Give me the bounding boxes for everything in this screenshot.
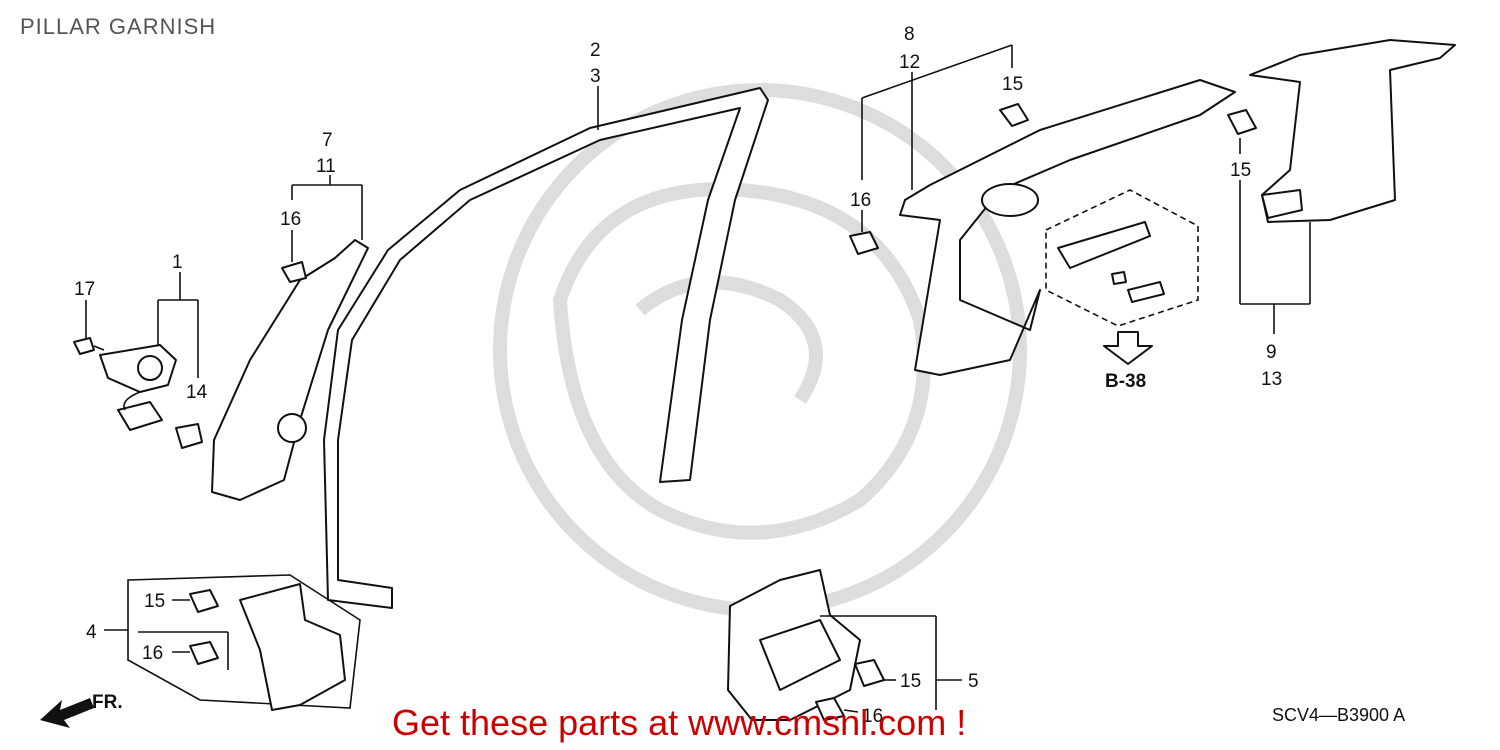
part-5-rear-lower-trim[interactable]	[727, 569, 885, 721]
promo-link[interactable]: Get these parts at www.cmsnl.com !	[392, 702, 967, 743]
callout-1: 1	[172, 252, 183, 273]
part-8-12-quarter-garnish[interactable]	[899, 79, 1236, 376]
part-14-clip[interactable]	[175, 423, 203, 449]
callout-16-a: 16	[280, 209, 301, 230]
callout-11: 11	[316, 156, 336, 177]
front-direction-arrow: FR.	[40, 692, 123, 728]
callout-16-b: 16	[850, 190, 871, 211]
callout-9: 9	[1266, 342, 1277, 363]
part-4-lower-garnish-box[interactable]	[127, 574, 361, 711]
callout-7: 7	[322, 130, 333, 151]
part-2-3-weatherstrip[interactable]	[323, 87, 769, 609]
reference-b38: B-38	[1105, 371, 1146, 392]
front-label: FR.	[92, 692, 123, 713]
diagram-title: PILLAR GARNISH	[20, 14, 217, 39]
callout-4: 4	[86, 622, 97, 643]
part-15-clip-top[interactable]	[999, 103, 1029, 127]
part-15-clip-right[interactable]	[1227, 109, 1257, 135]
callout-15-right: 15	[1230, 160, 1251, 181]
callout-15-box4: 15	[144, 591, 165, 612]
callout-14: 14	[186, 382, 208, 403]
callout-12: 12	[899, 52, 920, 73]
part-16-clip-a[interactable]	[849, 231, 879, 255]
part-9-13-rear-pillar-garnish[interactable]	[1249, 39, 1456, 223]
callout-8: 8	[904, 24, 915, 45]
callout-16-box5: 16	[862, 706, 883, 727]
part-1-sensor[interactable]	[99, 344, 177, 431]
callout-15-box5: 15	[900, 671, 921, 692]
callout-labels: 1 2 3 4 5 7 8 9 11 12 13 14 17 15 15 15 …	[74, 24, 1282, 727]
callout-16-box4: 16	[142, 643, 163, 664]
callout-2: 2	[590, 40, 601, 61]
diagram-code: SCV4—B3900 A	[1272, 705, 1406, 725]
callout-13: 13	[1261, 369, 1282, 390]
callout-5: 5	[968, 671, 979, 692]
assist-grip-reference-box	[1045, 189, 1199, 365]
callout-3: 3	[590, 66, 601, 87]
callout-17: 17	[74, 279, 95, 300]
part-17-screw[interactable]	[73, 337, 105, 355]
callout-leaders	[85, 44, 1311, 713]
part-7-11-front-pillar-garnish[interactable]	[211, 239, 369, 501]
callout-15-top: 15	[1002, 74, 1023, 95]
